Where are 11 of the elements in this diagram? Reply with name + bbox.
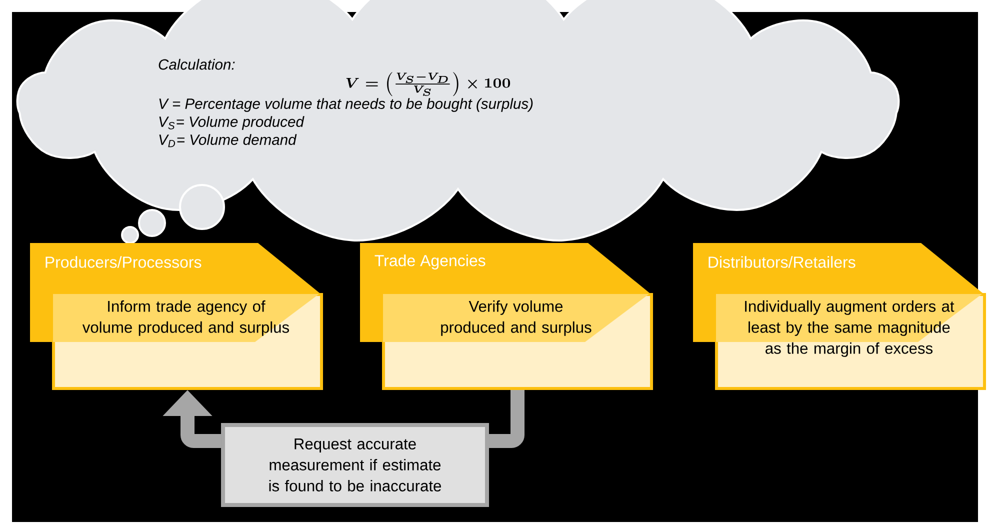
- card-heading: Producers/Processors: [46, 256, 202, 268]
- note-box: Request accurate measurement if estimate is found to be inaccurate: [221, 422, 489, 507]
- thought-cloud: Calculation: $V = \left(\frac{V_S - V_D}{V_S}\right) \times 100$ V = Percentage volume that needs to be bought (surplus) V$_{S}$= Volume produced V$_{D}$= Volume demand: [16, 0, 900, 242]
- card-text: Individually augment orders at least by the same magnitude as the margin of excess: [745, 300, 954, 357]
- folder-card: [30, 243, 324, 390]
- card-heading: Trade Agencies: [374, 254, 486, 270]
- card-text: Inform trade agency of volume produced and surplus: [82, 300, 290, 336]
- folder-card: [693, 243, 986, 390]
- card-text: Verify volume produced and surplus: [441, 300, 592, 336]
- card-heading: Distributors/Retailers: [708, 256, 856, 268]
- folder-card: [360, 243, 654, 390]
